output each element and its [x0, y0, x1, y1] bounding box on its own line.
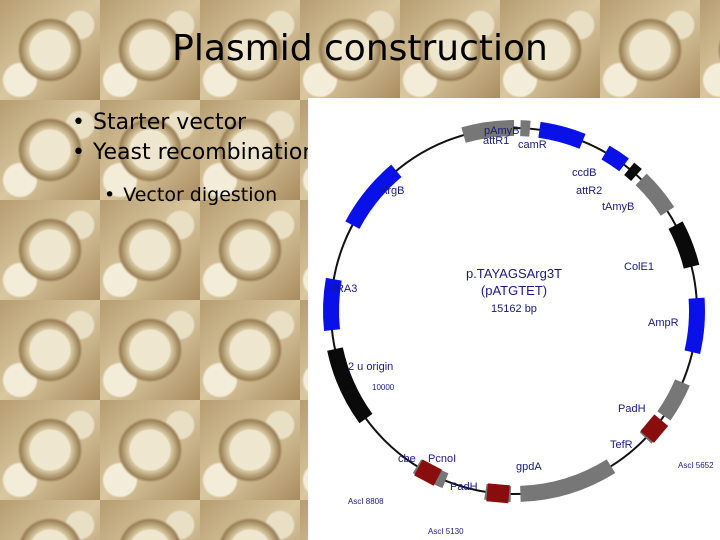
feature-labels: pAmyB attR1 camR ccdB attR2 tAmyB ColE1 … [328, 125, 679, 493]
feature-arc-ura3 [323, 277, 342, 331]
slide-title: Plasmid construction [172, 28, 548, 69]
feature-arc-padh [657, 379, 690, 421]
label-TefR: TefR [610, 439, 633, 451]
plasmid-map: pAmyB attR1 camR ccdB attR2 tAmyB ColE1 … [308, 98, 720, 540]
label-URA3: URA3 [328, 283, 357, 295]
label-AmpR: AmpR [648, 317, 679, 329]
plasmid-map-svg: pAmyB attR1 camR ccdB attR2 tAmyB ColE1 … [323, 120, 714, 536]
site-marker-2 [414, 459, 443, 486]
feature-arc-ampr [684, 297, 705, 354]
plasmid-size: 15162 bp [491, 303, 537, 315]
site-marker-1 [486, 483, 510, 504]
label-ccdB: ccdB [572, 167, 596, 179]
feature-arc-cole1 [668, 221, 700, 269]
feature-arc-pamyb [461, 120, 514, 143]
feature-arc-2-u-origin [327, 347, 373, 424]
feature-arc-camr [538, 121, 586, 149]
label-camR: camR [518, 139, 547, 151]
plasmid-center-info: p.TAYAGSArg3T (pATGTET) 15162 bp [466, 266, 562, 315]
site-label-ascI-5130: AscI 5130 [428, 527, 464, 536]
plasmid-name: p.TAYAGSArg3T [466, 266, 562, 281]
feature-arc-ccdb [601, 145, 629, 172]
label-gpdA: gpdA [516, 461, 542, 473]
feature-arc-tamyb [635, 173, 675, 216]
label-pAmyB: pAmyB [484, 125, 519, 137]
bullet-list: Starter vector Yeast recombination Vecto… [72, 108, 316, 210]
label-PadH-upper: PadH [618, 403, 646, 415]
label-PcnoI: PcnoI [428, 453, 456, 465]
label-tAmyB: tAmyB [602, 201, 634, 213]
label-ArgB: ArgB [380, 185, 404, 197]
site-marker-0 [640, 414, 669, 443]
feature-arcs [323, 120, 705, 502]
bullet-vector-digestion: Vector digestion [104, 180, 316, 210]
site-labels: AscI 5652 AscI 5130 AscI 8808 [348, 461, 714, 536]
label-attR1: attR1 [483, 135, 509, 147]
plasmid-alt-name: (pATGTET) [481, 283, 547, 298]
bullet-starter-vector: Starter vector [72, 108, 316, 138]
bullet-yeast-recombination: Yeast recombination [72, 138, 316, 168]
restriction-sites [414, 414, 669, 504]
tick-10000: 10000 [372, 383, 395, 392]
tick-mark-10000 [345, 389, 354, 394]
label-PadH-lower: PadH [450, 481, 478, 493]
feature-arc-gpda [520, 459, 616, 502]
site-label-ascI-5652: AscI 5652 [678, 461, 714, 470]
site-label-ascI-8808: AscI 8808 [348, 497, 384, 506]
feature-arc-attr1 [520, 120, 531, 137]
feature-arc-attr2 [624, 162, 642, 181]
label-cbe: cbe [398, 453, 416, 465]
label-2u-origin: 2 u origin [348, 361, 393, 373]
feature-arc-argb [345, 164, 402, 229]
label-attR2: attR2 [576, 185, 602, 197]
position-ticks: 10000 [345, 383, 395, 394]
label-ColE1: ColE1 [624, 261, 654, 273]
